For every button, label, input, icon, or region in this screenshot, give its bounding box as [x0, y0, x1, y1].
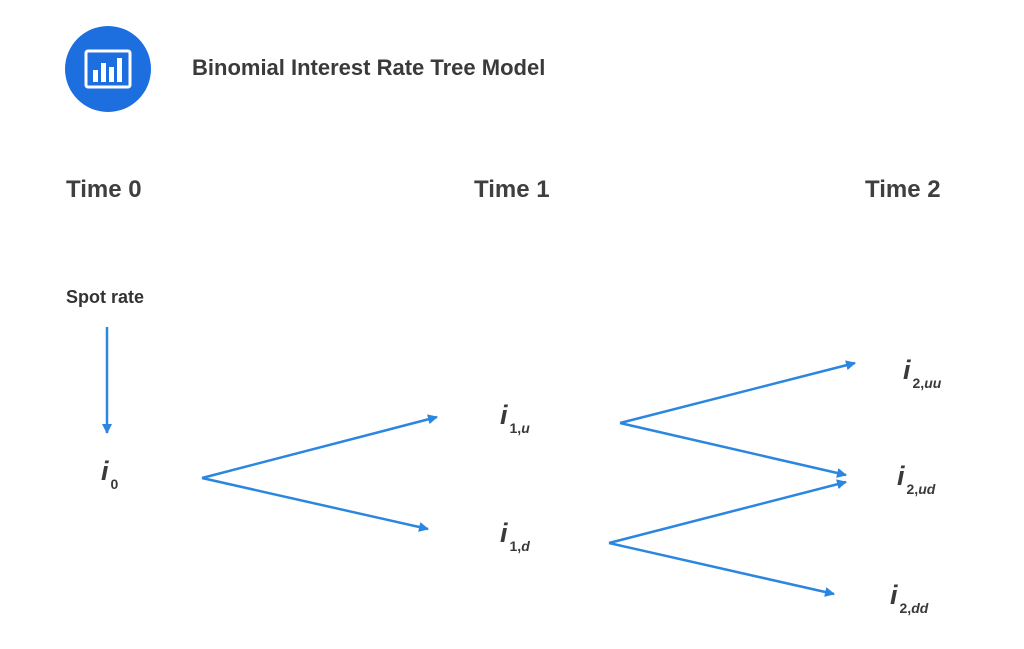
time-2-label: Time 2 — [865, 176, 941, 203]
arrow-i0-to-i1d — [201, 476, 429, 532]
logo — [65, 26, 151, 112]
arrow-i1u-to-i2ud — [619, 421, 847, 478]
arrow-i0-to-i1u — [201, 414, 438, 480]
time-1-label: Time 1 — [474, 176, 550, 203]
time-0-label: Time 0 — [66, 176, 142, 203]
spot-rate-label: Spot rate — [66, 287, 145, 307]
arrow-i1u-to-i2uu — [619, 360, 856, 425]
arrow-i1d-to-i2dd — [608, 541, 835, 597]
arrow-i1d-to-i2ud — [608, 479, 847, 545]
bar-chart-icon — [84, 49, 132, 89]
page-title: Binomial Interest Rate Tree Model — [192, 55, 546, 80]
